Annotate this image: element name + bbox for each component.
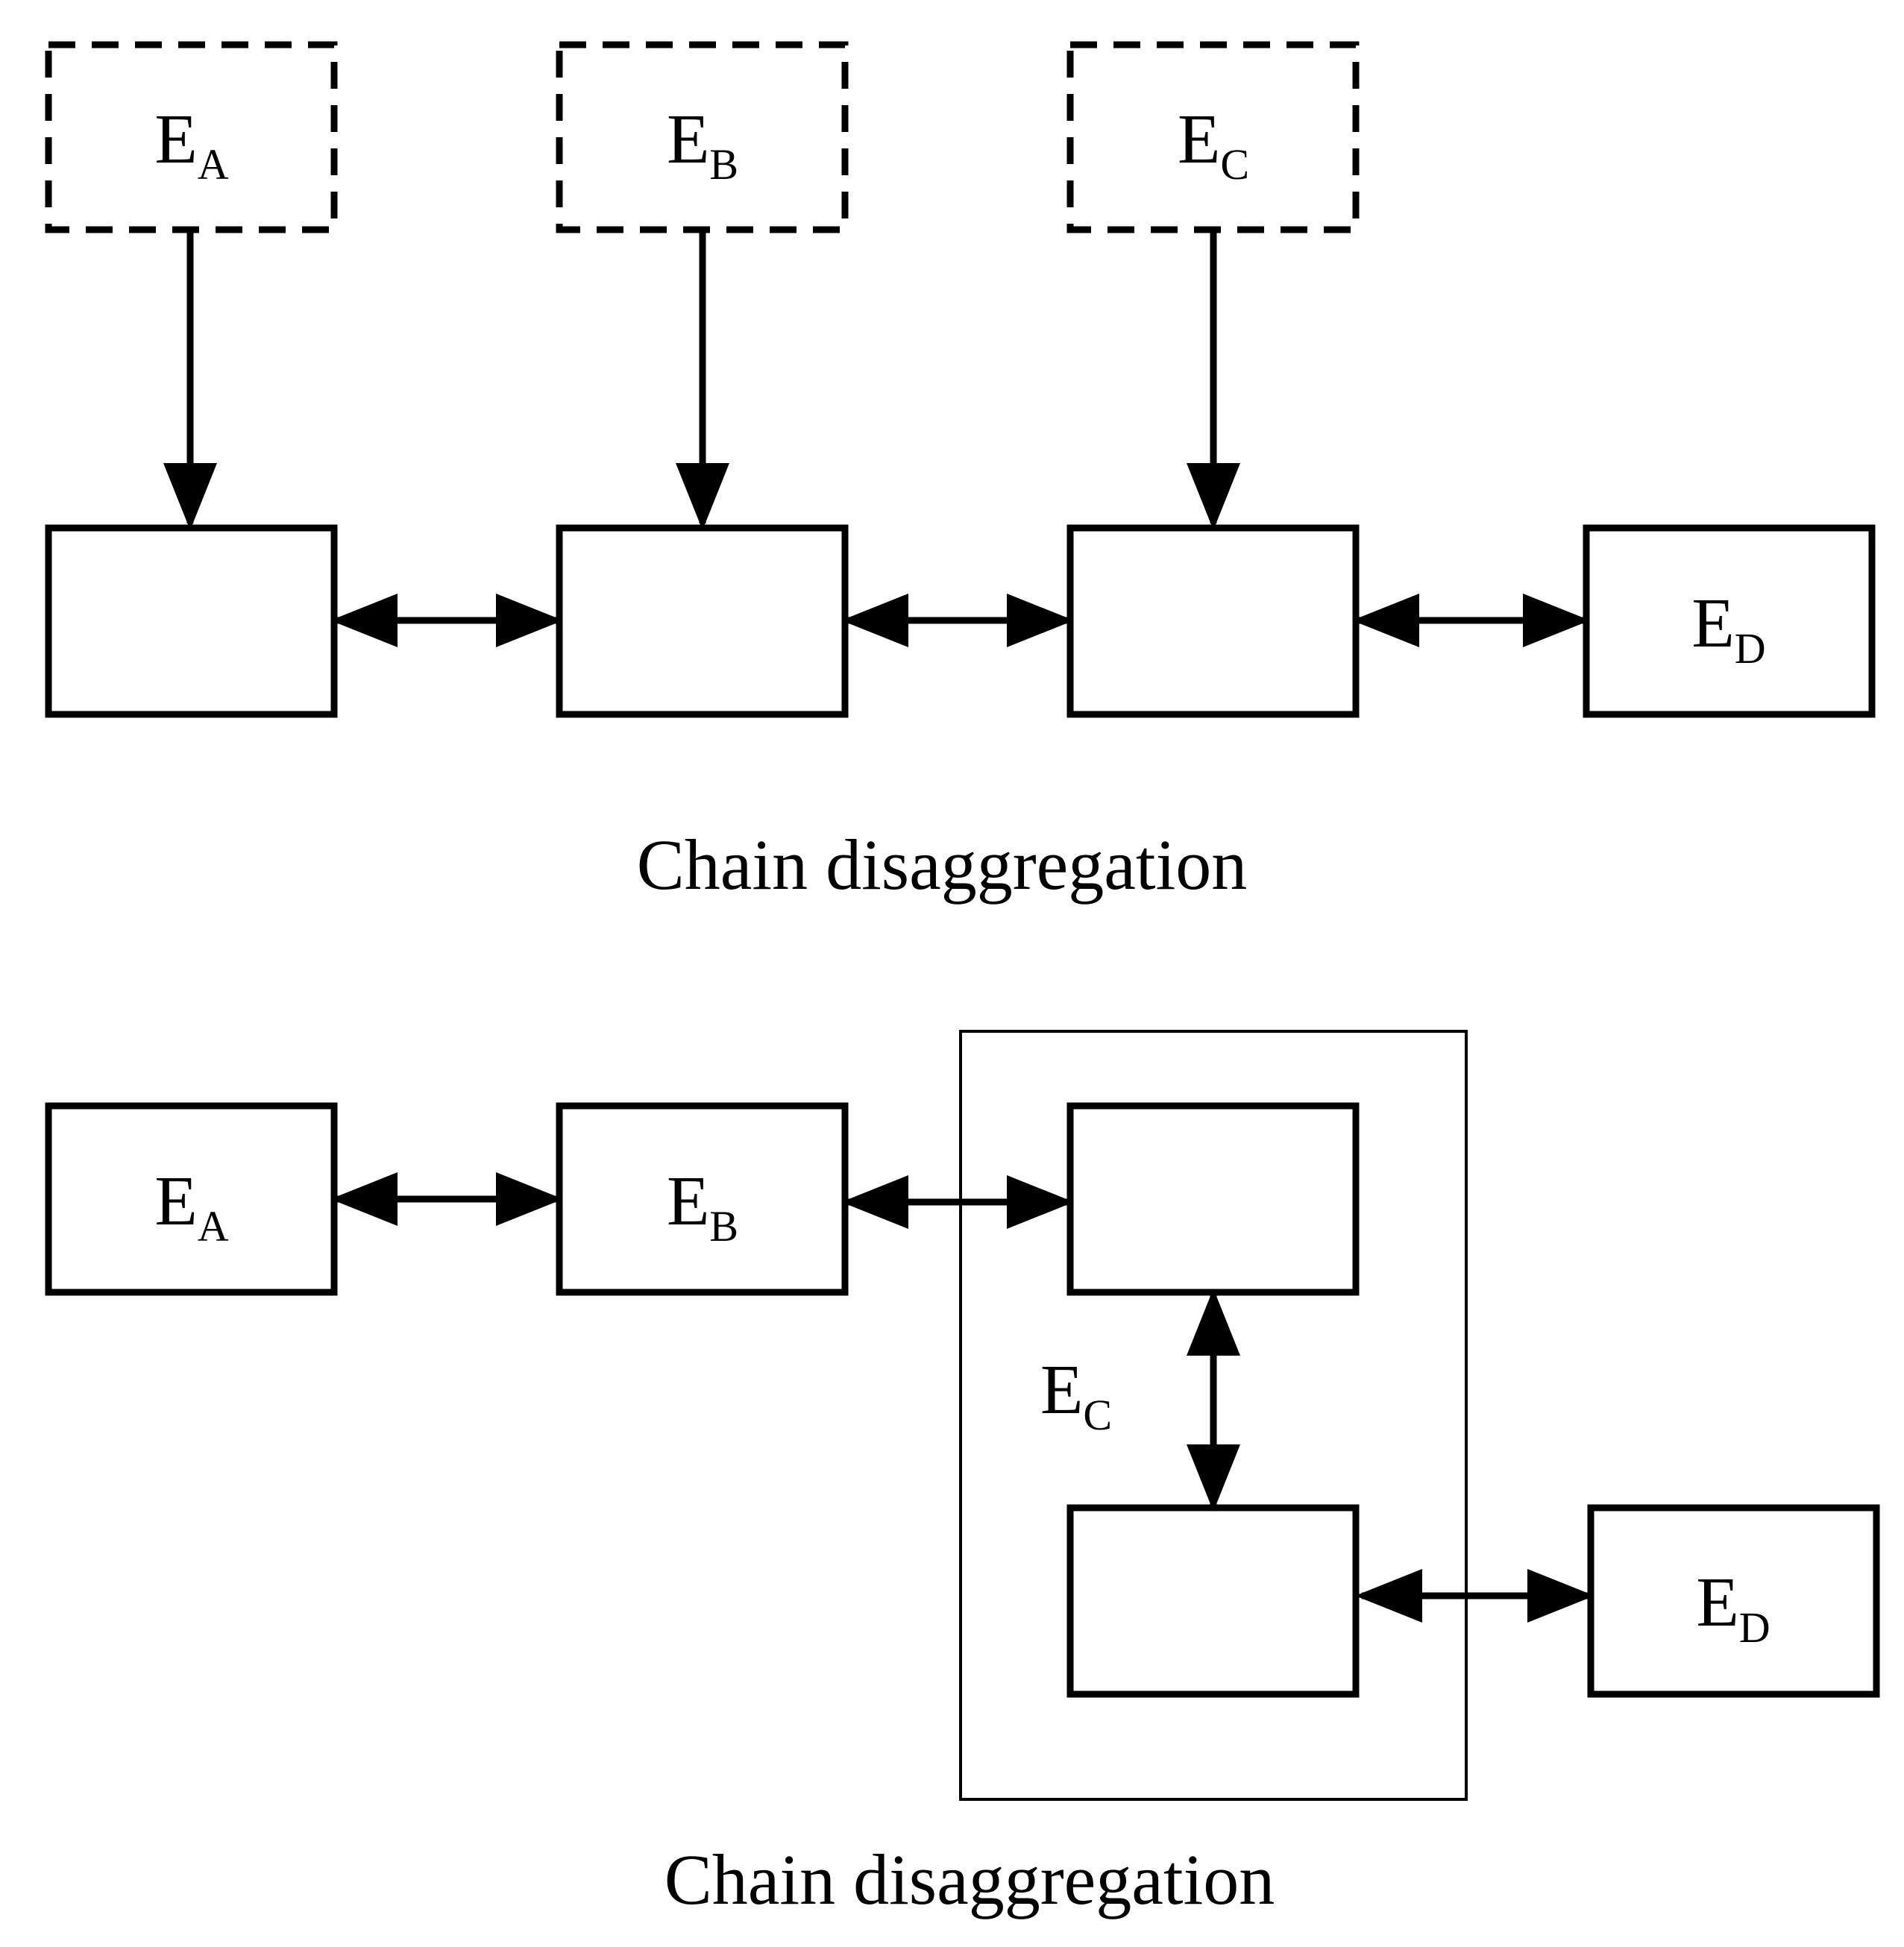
dashed-box-c-label: EC [1178, 101, 1249, 189]
box-a-label: EA [154, 1163, 228, 1251]
box-b-label: EB [667, 1163, 738, 1251]
bottom-caption: Chain disaggregation [664, 1840, 1275, 1919]
top-diagram: EA EB EC ED Chain disaggregation [45, 41, 1876, 905]
top-caption: Chain disaggregation [637, 825, 1247, 905]
chain-box-2 [556, 524, 849, 718]
dashed-box-b-label: EB [667, 101, 738, 189]
group-c-label: EC [1040, 1351, 1112, 1439]
group-box-c [959, 1030, 1468, 1801]
dashed-box-a-label: EA [154, 101, 228, 189]
box-c-upper [1066, 1102, 1360, 1296]
chain-box-3 [1066, 524, 1360, 718]
box-d-label: ED [1696, 1564, 1770, 1652]
chain-box-4-label: ED [1691, 585, 1765, 673]
box-c-lower [1066, 1504, 1360, 1698]
bottom-diagram: EA EB ED EC Chain disaggregation [45, 1030, 1880, 1919]
chain-box-1 [45, 524, 338, 718]
